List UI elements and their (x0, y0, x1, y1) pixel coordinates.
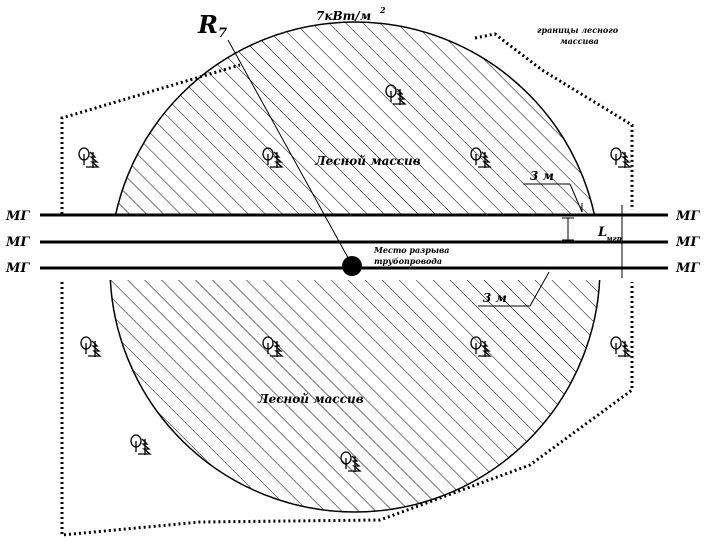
tree-icon (80, 336, 101, 358)
rupture-label-line1: Место разрыва (373, 245, 449, 255)
radius-subscript: 7 (218, 26, 227, 41)
pipe-label-left-3: МГ (5, 261, 30, 276)
tree-icon (610, 336, 631, 358)
forest-border-label-line2: массива (560, 36, 599, 46)
gap-bottom-label: 3 м (483, 291, 507, 305)
gap-bottom-dimension: 3 м (478, 271, 550, 307)
gap-top-label: 3 м (530, 169, 554, 183)
forest-hatch-top (115, 22, 595, 214)
forest-boundary (60, 32, 634, 537)
lmgr-dimension: L мгр (562, 205, 623, 278)
tree-icon (610, 147, 631, 169)
pipe-label-right-1: МГ (675, 209, 700, 224)
tree-icon (130, 434, 151, 456)
pipe-labels: МГ МГ МГ МГ МГ МГ (5, 209, 700, 276)
intensity-power: 2 (379, 5, 386, 15)
intensity-label: 7кВт/м (316, 9, 371, 23)
pipe-label-left-1: МГ (5, 209, 30, 224)
forest-bottom-label: Лесной массив (257, 392, 364, 406)
lmgr-label: L (597, 225, 607, 240)
rupture-label-line2: трубопровода (374, 256, 442, 266)
forest-border-label-line1: границы лесного (537, 25, 619, 35)
gap-top-dimension: 3 м (523, 169, 583, 213)
radius-label: R (197, 10, 218, 39)
pipe-label-left-2: МГ (5, 235, 30, 250)
pipe-label-right-3: МГ (675, 261, 700, 276)
pipe-label-right-2: МГ (675, 235, 700, 250)
rupture-point (342, 256, 362, 276)
radius-indicator: R 7 (197, 10, 353, 266)
lmgr-subscript: мгр (606, 234, 622, 243)
tree-icon (78, 147, 99, 169)
forest-hatch-bottom (110, 280, 600, 512)
forest-top-label: Лесной массив (314, 154, 421, 168)
radiation-circle (109, 21, 601, 513)
